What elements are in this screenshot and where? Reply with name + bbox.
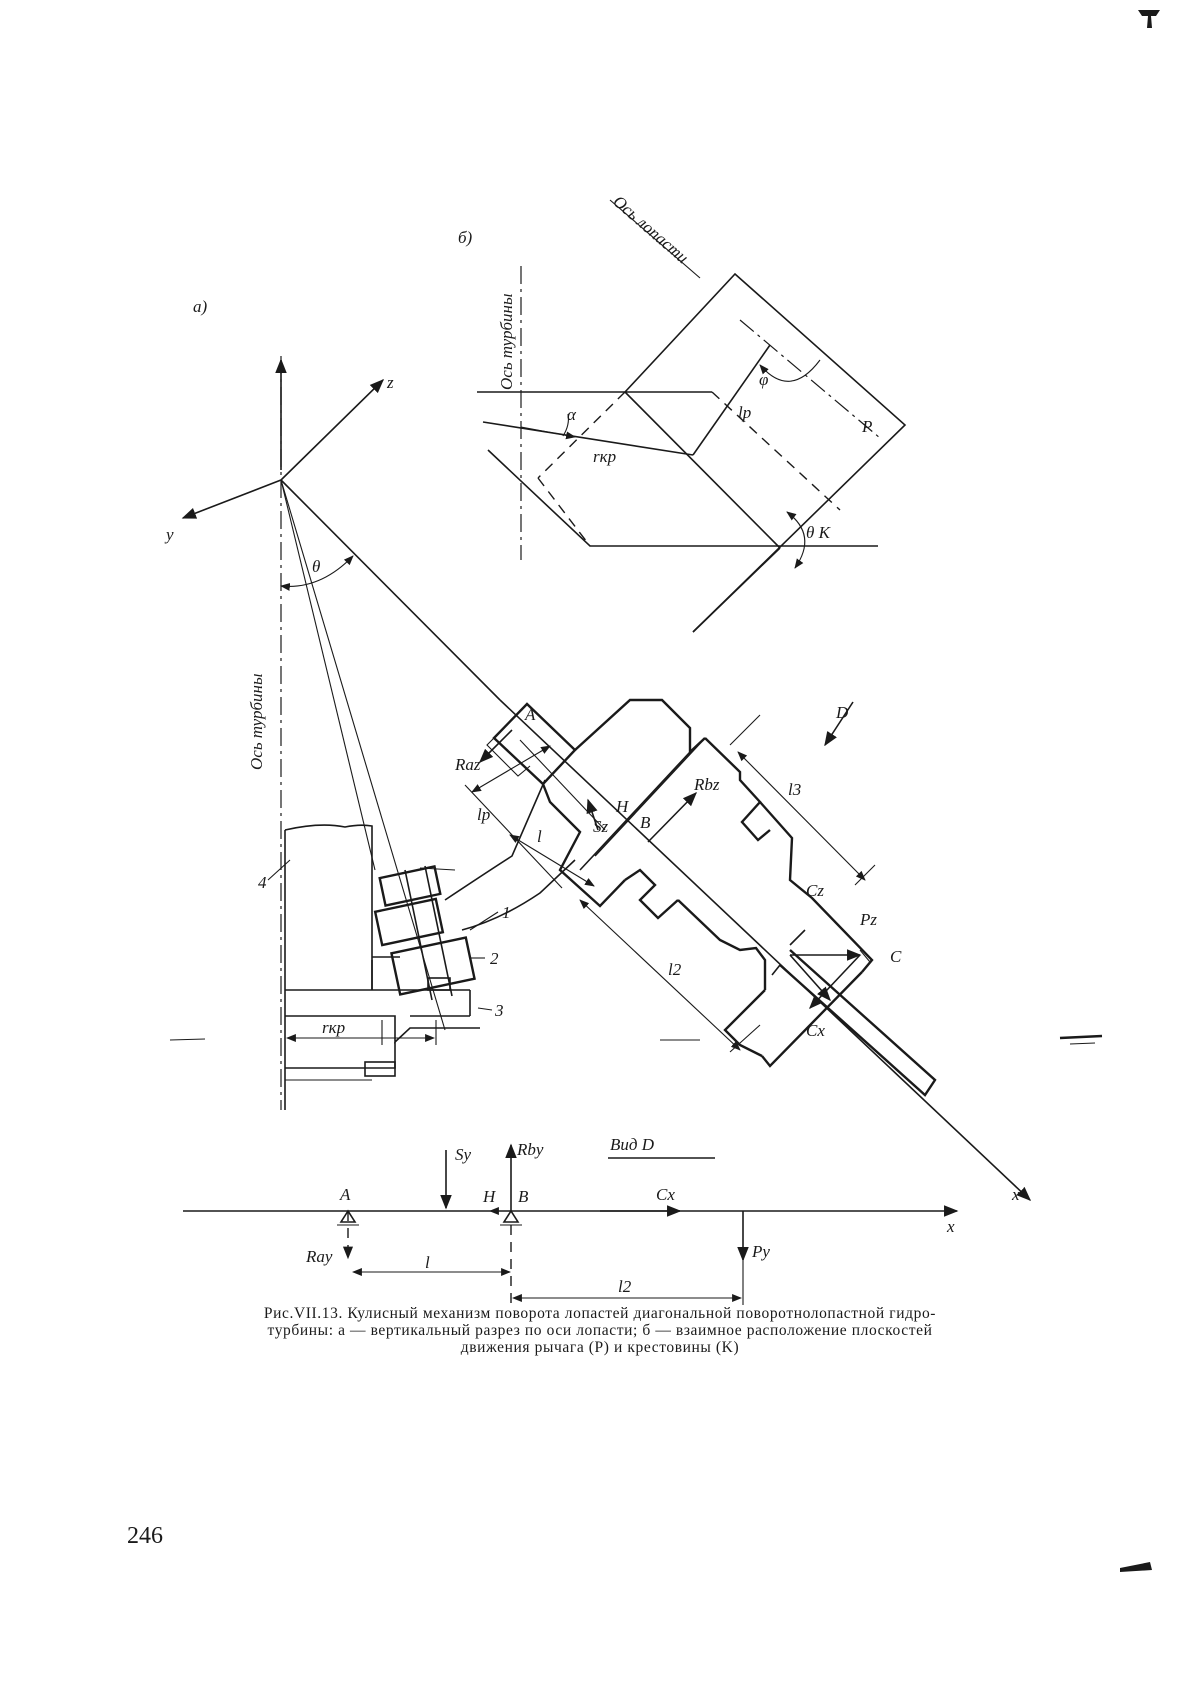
axis-x-a-label: x	[1011, 1185, 1020, 1204]
axes-zy: z y	[164, 373, 394, 544]
caption-line-1: Рис.VII.13. Кулисный механизм поворота л…	[263, 1305, 937, 1322]
part-2-label: 2	[490, 949, 499, 968]
theta-label: θ	[312, 557, 320, 576]
raz-label: Raz	[454, 755, 481, 774]
cz-label: Cz	[806, 881, 824, 900]
view-d-ray-label: Ray	[305, 1247, 333, 1266]
view-d-cx-label: Cx	[656, 1185, 675, 1204]
blade-axis-label: Ось лопасти	[609, 192, 692, 268]
figure-caption: Рис.VII.13. Кулисный механизм поворота л…	[150, 1305, 1050, 1356]
caption-line-2: турбины: а — вертикальный разрез по оси …	[267, 1322, 933, 1339]
view-d-direction-label: D	[835, 703, 849, 722]
theta-k-label: θ K	[806, 523, 832, 542]
panel-b-labels: α rкр φ lp P θ K	[562, 359, 872, 569]
panel-b-label: б)	[458, 228, 473, 247]
turbine-axis-b-label: Ось турбины	[497, 294, 516, 390]
pz-label: Pz	[859, 910, 877, 929]
h-a-label: H	[615, 797, 630, 816]
view-d-rby-label: Rby	[516, 1140, 544, 1159]
p-label: P	[861, 417, 872, 436]
phi-label: φ	[759, 370, 768, 389]
point-b-label: B	[640, 813, 651, 832]
lp-b-label: lp	[738, 403, 751, 422]
view-d-py-label: Py	[751, 1242, 770, 1261]
forces-a: A Raz Sz H B Rbz C Pz Cz Cx D x	[454, 701, 1020, 1204]
crank-pin	[373, 865, 476, 1045]
view-d: Вид D x A H B Sy Rby Cx Ray Py l l2	[183, 1135, 959, 1310]
hub-housing	[284, 824, 480, 1110]
point-c-label: C	[890, 947, 902, 966]
view-d-h-label: H	[482, 1187, 497, 1206]
alpha-label: α	[567, 405, 577, 424]
view-d-a-label: A	[339, 1185, 351, 1204]
view-d-title: Вид D	[610, 1135, 655, 1154]
caption-line-3: движения рычага (P) и крестовины (K)	[460, 1339, 740, 1356]
view-d-l2-label: l2	[618, 1277, 632, 1296]
turbine-axis-b: Ось турбины	[497, 266, 522, 560]
sz-label: Sz	[593, 817, 609, 836]
point-a-label: A	[524, 705, 536, 724]
l-a-label: l	[537, 827, 542, 846]
part-3-label: 3	[494, 1001, 504, 1020]
view-d-sy-label: Sy	[455, 1145, 472, 1164]
rkr-a-label: rкр	[322, 1018, 345, 1037]
rkr-dimension-a: rкр	[286, 1018, 435, 1042]
panel-a-label: а)	[193, 297, 208, 316]
lp-a-label: lp	[477, 805, 490, 824]
l2-a-label: l2	[668, 960, 682, 979]
rbz-label: Rbz	[693, 775, 720, 794]
page-number: 246	[127, 1523, 163, 1549]
l3-a-label: l3	[788, 780, 801, 799]
trunnion-assembly	[486, 698, 1032, 1201]
axis-y-label: y	[164, 525, 174, 544]
turbine-axis-a-label: Ось турбины	[247, 674, 266, 770]
part-labels: 4 2 3 1	[258, 859, 511, 1020]
view-d-x-label: x	[946, 1217, 955, 1236]
dimensions-a: lp l l2 l3	[464, 714, 876, 1053]
axis-z-label: z	[386, 373, 394, 392]
blade-axis-b: Ось лопасти	[609, 192, 881, 439]
view-d-b-label: B	[518, 1187, 529, 1206]
view-d-l-label: l	[425, 1253, 430, 1272]
rkr-b-label: rкр	[593, 447, 616, 466]
part-4-label: 4	[258, 873, 267, 892]
turbine-axis-a: Ось турбины	[247, 356, 287, 1110]
planes-b	[477, 272, 907, 633]
cx-a-label: Cx	[806, 1021, 825, 1040]
